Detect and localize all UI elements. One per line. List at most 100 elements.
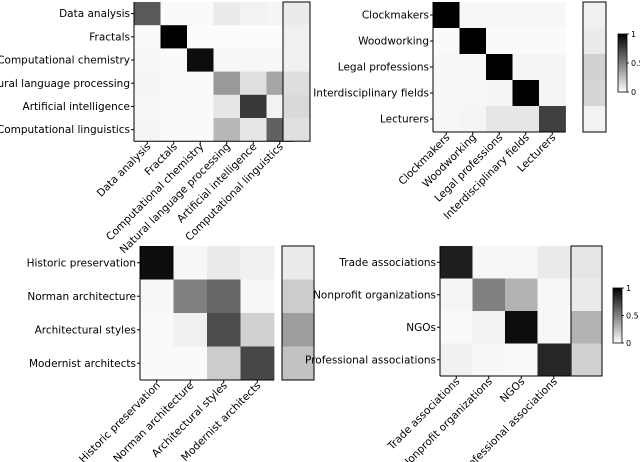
heatmap-cell	[440, 343, 473, 377]
heatmap-cell	[433, 80, 460, 107]
row-label: Artificial intelligence	[23, 101, 130, 113]
heatmap-cell	[459, 54, 487, 81]
heatmap-cell	[240, 346, 275, 381]
side-cell	[583, 80, 606, 107]
heatmap-cell	[472, 311, 506, 344]
heatmap-cell	[537, 246, 571, 279]
row-label: Legal professions	[338, 62, 429, 74]
heatmap-cell	[537, 343, 571, 377]
heatmap-cell	[207, 313, 241, 347]
heatmap-cell	[134, 71, 161, 96]
heatmap-cell	[134, 25, 161, 49]
heatmap-cell	[213, 48, 241, 72]
heatmap-cell	[459, 28, 487, 55]
row-label: Interdisciplinary fields	[313, 88, 429, 100]
heatmap-cell	[187, 71, 214, 96]
side-strip-border	[570, 245, 603, 377]
heatmap-cell	[160, 25, 188, 49]
heatmap-cell	[512, 28, 540, 55]
side-cell	[283, 118, 310, 142]
heatmap-cell	[240, 313, 275, 347]
heatmap-cell	[459, 106, 487, 133]
heatmap-cell	[140, 279, 174, 314]
row-label: Nonprofit organizations	[313, 289, 436, 301]
heatmap-cell	[213, 94, 241, 119]
heatmap-cell	[240, 118, 267, 142]
heatmap-cell	[160, 118, 188, 142]
row-label: Architectural styles	[35, 324, 136, 336]
heatmap-cell	[134, 48, 161, 72]
heatmap-cell	[207, 279, 241, 314]
heatmap-cell	[240, 279, 275, 314]
side-column-strip	[281, 245, 315, 381]
side-cell	[583, 28, 606, 55]
side-cell	[283, 2, 310, 26]
heatmap-cell	[213, 25, 241, 49]
colorbar-gradient	[612, 287, 623, 344]
side-cell	[283, 48, 310, 72]
heatmap-cell	[512, 2, 540, 29]
side-cell	[583, 54, 606, 81]
heatmap-cell	[140, 346, 174, 381]
heatmap-cell	[459, 80, 487, 107]
row-label: Lecturers	[380, 114, 429, 126]
side-cell	[282, 279, 314, 314]
side-cell	[571, 278, 602, 312]
column-label: NGOs	[498, 376, 528, 406]
row-label: Computational chemistry	[0, 55, 130, 67]
heatmap-cell	[539, 80, 566, 107]
heatmap-cell	[433, 2, 460, 29]
row-label: Computational linguistics	[0, 124, 130, 136]
heatmap-cell	[160, 2, 188, 26]
side-cell	[282, 313, 314, 347]
heatmap-cell	[240, 246, 275, 280]
heatmap-cell	[173, 279, 208, 314]
heatmap-cell	[486, 28, 513, 55]
heatmap-cell	[512, 106, 540, 133]
heatmap-cell	[539, 106, 566, 133]
heatmap-cell	[440, 246, 473, 279]
heatmap-cell	[207, 346, 241, 381]
heatmap-cell	[486, 106, 513, 133]
row-label: Professional associations	[305, 354, 436, 366]
heatmap-cell	[539, 54, 566, 81]
heatmap-cell	[472, 278, 506, 312]
heatmap-cell	[173, 313, 208, 347]
colorbar-gradient	[617, 33, 628, 93]
row-label: Woodworking	[358, 36, 429, 48]
heatmap-cell	[537, 278, 571, 312]
side-cell	[583, 2, 606, 29]
heatmap-cell	[240, 2, 267, 26]
row-label: Natural language processing	[0, 78, 130, 90]
heatmap-cell	[134, 118, 161, 142]
heatmap-cell	[512, 54, 540, 81]
row-label: Historic preservation	[27, 257, 136, 269]
heatmap-cell	[505, 278, 538, 312]
heatmap-cell	[187, 118, 214, 142]
heatmap-cell	[213, 118, 241, 142]
heatmap-cell	[440, 278, 473, 312]
heatmap-cell	[140, 246, 174, 280]
side-cell	[571, 343, 602, 377]
heatmap-cell	[486, 2, 513, 29]
colorbar-tick-label: 1	[626, 284, 631, 293]
side-column-strip	[582, 1, 607, 133]
side-strip-border	[281, 245, 315, 381]
heatmap-cell	[240, 48, 267, 72]
heatmap-cell	[187, 94, 214, 119]
side-strip-border	[582, 1, 607, 133]
heatmap-cell	[187, 48, 214, 72]
heatmap-cell	[472, 246, 506, 279]
heatmap-cell	[173, 246, 208, 280]
colorbar-tick-label: 1	[631, 30, 636, 39]
heatmap-cell	[472, 343, 506, 377]
row-label: Fractals	[89, 31, 130, 43]
heatmap-cell	[187, 25, 214, 49]
heatmap-cell	[512, 80, 540, 107]
side-cell	[283, 94, 310, 119]
row-label: Trade associations	[338, 257, 436, 269]
side-cell	[283, 71, 310, 96]
heatmap-cell	[440, 311, 473, 344]
